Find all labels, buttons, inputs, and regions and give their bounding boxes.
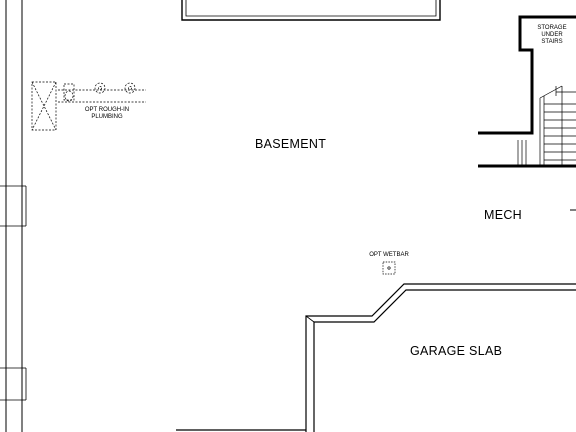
- wetbar-marker-icon: [382, 261, 396, 275]
- storage-label-line-2: UNDER: [541, 32, 563, 38]
- storage-label-line-3: STAIRS: [541, 39, 563, 45]
- rough-in-label-line-1: OPT ROUGH-IN: [84, 107, 130, 113]
- left-exterior-wall: [0, 0, 27, 432]
- storage-label-line-1: STORAGE: [537, 25, 567, 31]
- room-label-mech: MECH: [484, 208, 523, 222]
- storage-under-stairs-walls: [478, 15, 576, 168]
- room-label-garage-slab: GARAGE SLAB: [410, 344, 503, 358]
- rough-in-plumbing-icon: [31, 81, 146, 131]
- rough-in-label-line-2: PLUMBING: [91, 114, 123, 120]
- rough-in-plumbing-label: OPT ROUGH-IN PLUMBING: [78, 107, 136, 121]
- top-window-well: [181, 0, 441, 21]
- stairs-icon: [517, 85, 576, 166]
- storage-under-stairs-label: STORAGE UNDER STAIRS: [533, 25, 571, 46]
- room-label-basement: BASEMENT: [255, 137, 327, 151]
- wetbar-label: OPT WETBAR: [369, 252, 409, 258]
- garage-walls: [176, 283, 576, 432]
